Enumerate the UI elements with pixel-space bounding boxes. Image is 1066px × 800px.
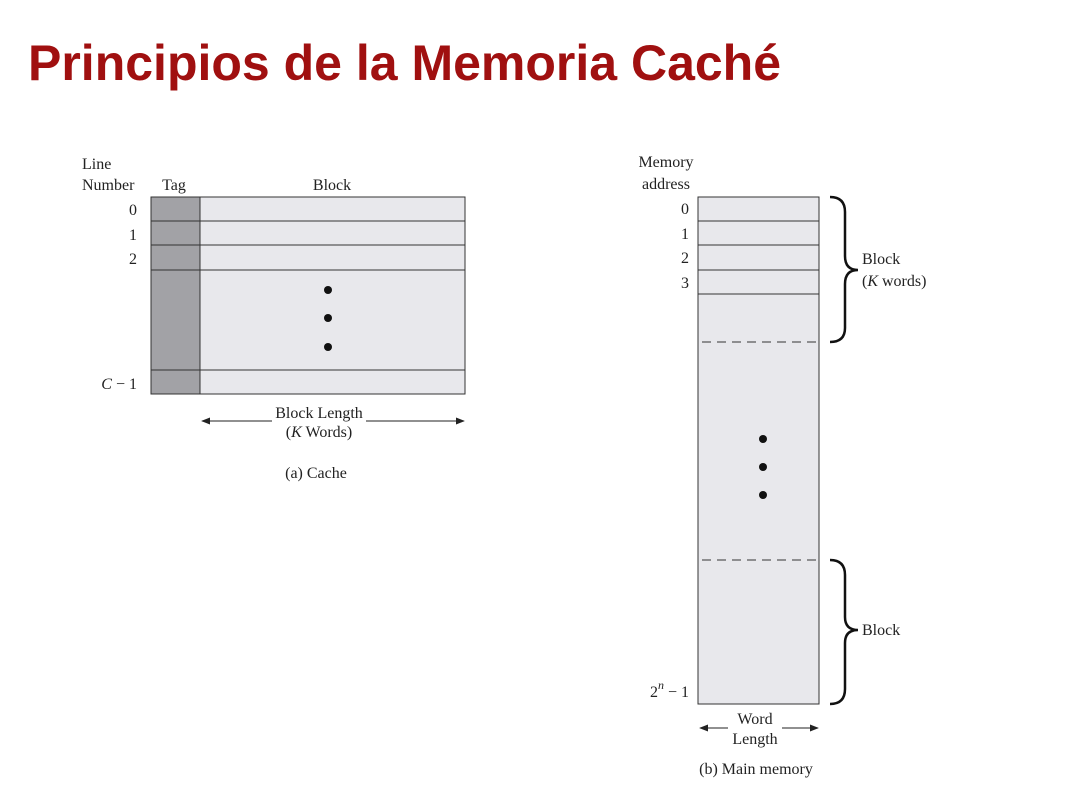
slide-title: Principios de la Memoria Caché [28,35,782,91]
ellipsis-dot [759,463,767,471]
cache-line-number-last: C − 1 [101,376,137,393]
block-length-label-line2: (K Words) [286,424,352,441]
memory-address-label-line2: address [642,176,690,193]
memory-address-label-line1: Memory [638,154,693,171]
main-memory-caption: (b) Main memory [699,761,813,778]
cache-line-number: 0 [129,202,137,219]
line-number-label-line1: Line [82,156,111,173]
ellipsis-dot [324,343,332,351]
tag-column-header: Tag [162,177,186,194]
ellipsis-dot [759,491,767,499]
line-number-label-line2: Number [82,177,135,194]
memory-address-last: 2n − 1 [650,678,689,701]
cache-caption: (a) Cache [285,465,347,482]
cache-diagram: Line Number Tag Block 0 1 2 C − 1 Block … [82,156,466,482]
main-memory-column [697,196,820,705]
tag-column [150,196,201,395]
word-length-label-line2: Length [732,731,777,748]
block-label-upper-line1: Block [862,251,900,268]
memory-address: 2 [681,250,689,267]
block-label-upper-line2: (K words) [862,273,926,290]
cache-line-number: 1 [129,227,137,244]
ellipsis-dot [324,314,332,322]
memory-address: 0 [681,201,689,218]
ellipsis-dot [324,286,332,294]
block-brace-upper [829,195,859,344]
memory-address: 1 [681,226,689,243]
block-label-lower: Block [862,622,900,639]
block-column [199,196,466,395]
block-length-label-line1: Block Length [275,405,363,422]
cache-line-number: 2 [129,251,137,268]
block-brace-lower [829,558,859,706]
block-column-header: Block [313,177,351,194]
memory-address: 3 [681,275,689,292]
ellipsis-dot [759,435,767,443]
main-memory-diagram: Memory address 0 1 2 3 2n − 1 Block (K w… [638,154,926,778]
word-length-label-line1: Word [737,711,772,728]
